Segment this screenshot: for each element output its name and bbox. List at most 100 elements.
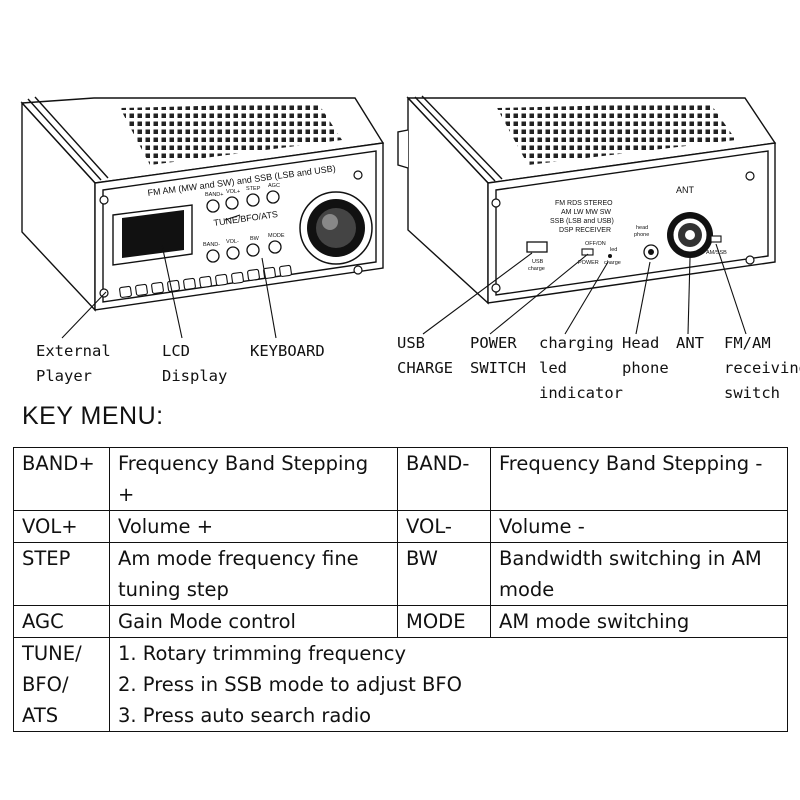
front-screws [99,170,363,298]
desc-cell: Bandwidth switching in AM mode [490,542,788,606]
front-speaker-grille [120,103,342,165]
rear-badge-line-4: DSP RECEIVER [559,227,611,234]
key-name: AGC [22,610,64,633]
fm-am-switch[interactable] [710,235,722,243]
key-desc: 2. Press in SSB mode to adjust BFO [118,673,462,696]
key-cell: VOL- [397,510,491,543]
table-row: BAND+ Frequency Band Stepping + BAND- Fr… [13,447,788,511]
key-name: BAND- [406,452,470,475]
key-cell: STEP [13,542,110,606]
callout-keyboard: KEYBOARD [250,342,325,360]
tuning-knob[interactable] [299,191,373,265]
btn-label-agc: AGC [268,183,280,189]
offon-small: OFF/ON [585,241,606,247]
rear-ant-label: ANT [676,185,695,195]
rear-leader-lines [422,243,747,335]
table-row: AGC Gain Mode control MODE AM mode switc… [13,605,788,638]
agc-button[interactable] [266,190,280,204]
desc-cell: 1. Rotary trimming frequency 2. Press in… [109,637,788,732]
btn-label-vol-minus: VOL- [226,239,239,245]
band-plus-button[interactable] [206,199,220,213]
key-desc: Bandwidth switching in AM [499,547,762,570]
key-cell: BAND+ [13,447,110,511]
antenna-connector[interactable] [667,212,713,258]
key-desc: mode [499,578,555,601]
key-desc: AM mode switching [499,610,690,633]
key-cell: BAND- [397,447,491,511]
key-name: VOL+ [22,515,78,538]
key-desc: Am mode frequency fine [118,547,359,570]
callout-power-2: SWITCH [470,359,526,377]
callout-ant: ANT [676,334,704,352]
key-name: BFO/ [22,673,69,696]
callout-charging-1: charging [539,334,614,352]
power-small: POWER [578,260,599,266]
key-desc: Gain Mode control [118,610,296,633]
front-buttons-bottom [206,240,282,263]
usb-small-1: USB [532,259,544,265]
callout-fmam-3: switch [724,384,780,400]
head-small-2: phone [634,232,649,238]
amssb-small: AM/SSB [706,250,727,256]
vol-plus-button[interactable] [225,196,239,210]
vol-minus-button[interactable] [226,246,240,260]
btn-label-bw: BW [250,236,260,242]
key-desc: 1. Rotary trimming frequency [118,642,406,665]
btn-label-band-plus: BAND+ [205,192,224,198]
band-minus-button[interactable] [206,249,220,263]
radio-diagram: FM AM (MW and SW) and SSB (LSB and USB) … [20,95,800,400]
desc-cell: Frequency Band Stepping + [109,447,398,511]
headphone-jack[interactable] [643,244,659,260]
rear-radio [397,95,777,305]
led-small-2: charge [604,260,621,266]
key-cell: TUNE/ BFO/ ATS [13,637,110,732]
desc-cell: Volume - [490,510,788,543]
callout-charging-2: led [539,359,567,377]
bw-button[interactable] [246,243,260,257]
desc-cell: AM mode switching [490,605,788,638]
charge-led [608,254,612,258]
key-name: TUNE/ [22,642,82,665]
callout-usb-2: CHARGE [397,359,453,377]
key-name: STEP [22,547,71,570]
mode-button[interactable] [268,240,282,254]
btn-label-mode: MODE [268,233,285,239]
key-name: MODE [406,610,466,633]
desc-cell: Frequency Band Stepping - [490,447,788,511]
callout-power-1: POWER [470,334,517,352]
key-desc: Volume - [499,515,585,538]
step-button[interactable] [246,193,260,207]
key-desc: 3. Press auto search radio [118,704,372,727]
key-menu-table: BAND+ Frequency Band Stepping + BAND- Fr… [13,447,788,732]
table-row: TUNE/ BFO/ ATS 1. Rotary trimming freque… [13,637,788,732]
front-vent-slots [119,264,292,298]
rear-badge-line-3: SSB (LSB and USB) [550,218,614,225]
btn-label-vol-plus: VOL+ [226,189,240,195]
key-cell: VOL+ [13,510,110,543]
callout-fmam-1: FM/AM [724,334,771,352]
key-menu-title: KEY MENU: [22,402,164,430]
callout-fmam-2: receiving [724,359,800,377]
key-name: BAND+ [22,452,95,475]
led-small-1: led [610,247,617,253]
callout-lcd-2: Display [162,367,227,385]
rear-speaker-grille [497,103,736,165]
table-row: VOL+ Volume + VOL- Volume - [13,510,788,543]
front-leader-lines [61,214,277,339]
usb-small-2: charge [528,266,545,272]
key-desc: Frequency Band Stepping - [499,452,763,475]
key-name: BW [406,547,438,570]
key-cell: BW [397,542,491,606]
callout-head-1: Head [622,334,659,352]
front-buttons-top [206,190,280,213]
key-name: VOL- [406,515,452,538]
key-desc: tuning step [118,578,229,601]
callout-usb-1: USB [397,334,425,352]
head-small-1: head [636,225,648,231]
rear-badge-line-1: FM RDS STEREO [555,200,613,207]
desc-cell: Gain Mode control [109,605,398,638]
callout-charging-3: indicator [539,384,623,400]
desc-cell: Am mode frequency fine tuning step [109,542,398,606]
callout-lcd-1: LCD [162,342,190,360]
usb-port[interactable] [526,241,548,253]
